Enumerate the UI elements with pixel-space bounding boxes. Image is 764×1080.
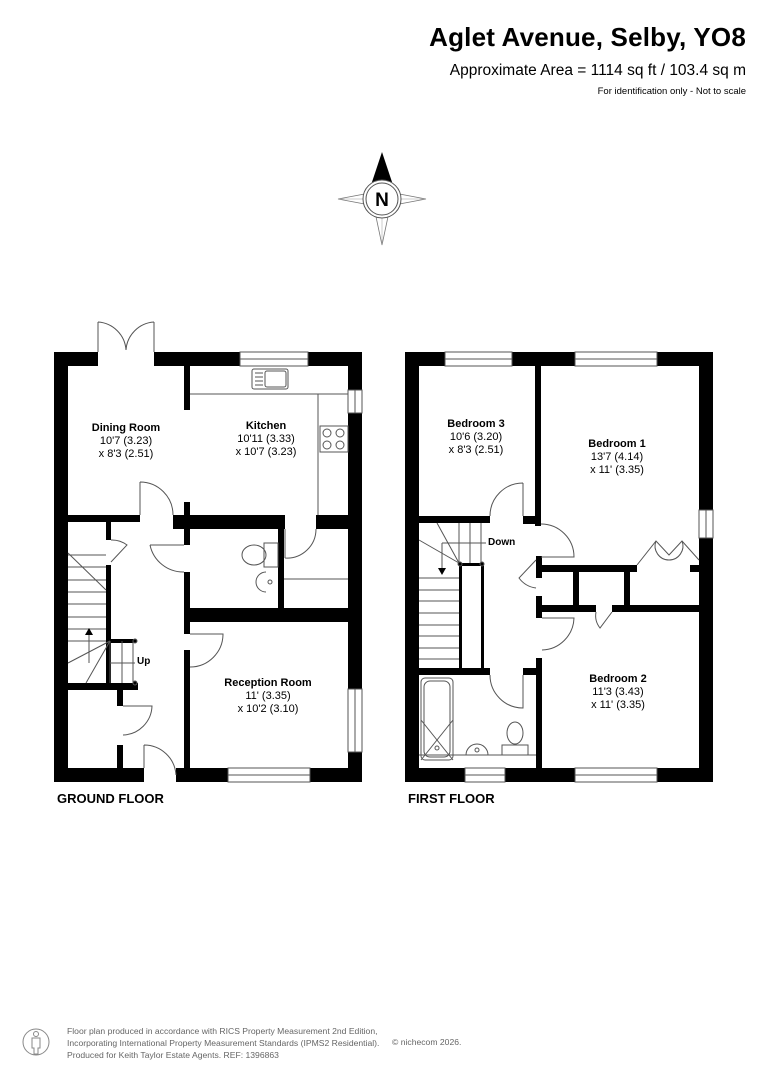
disclaimer: For identification only - Not to scale xyxy=(597,86,746,97)
room-dimension: x 10'2 (3.10) xyxy=(237,703,299,715)
footer-notes: Floor plan produced in accordance with R… xyxy=(67,1025,379,1061)
room-dimension: x 10'7 (3.23) xyxy=(235,446,297,458)
north-compass-icon: N xyxy=(337,152,427,246)
footer-line: Floor plan produced in accordance with R… xyxy=(67,1026,378,1036)
property-title: Aglet Avenue, Selby, YO8 xyxy=(429,22,746,52)
room-name: Bedroom 1 xyxy=(588,438,646,450)
room-dimension: 10'6 (3.20) xyxy=(449,431,503,443)
ground-floor-fixtures xyxy=(67,321,363,783)
room-reception-room: Reception Room 11' (3.35) x 10'2 (3.10) xyxy=(224,677,311,716)
room-kitchen: Kitchen 10'11 (3.33) x 10'7 (3.23) xyxy=(236,420,297,459)
room-bedroom-2: Bedroom 2 11'3 (3.43) x 11' (3.35) xyxy=(589,673,646,712)
room-dimension: 11' (3.35) xyxy=(245,690,291,702)
first-floor-label: FIRST FLOOR xyxy=(408,791,495,806)
room-dimension: 10'11 (3.33) xyxy=(237,433,295,445)
first-floor-fixtures xyxy=(418,351,714,783)
room-name: Reception Room xyxy=(224,677,312,689)
room-dimension: x 8'3 (2.51) xyxy=(98,448,154,460)
footer-line: Produced for Keith Taylor Estate Agents.… xyxy=(67,1050,279,1060)
room-dining-room: Dining Room 10'7 (3.23) x 8'3 (2.51) xyxy=(92,422,160,461)
copyright-notice: © nichecom 2026. xyxy=(392,1037,462,1047)
approximate-area: Approximate Area = 1114 sq ft / 103.4 sq… xyxy=(449,62,746,79)
room-bedroom-3: Bedroom 3 10'6 (3.20) x 8'3 (2.51) xyxy=(447,418,504,457)
first-floor-plan xyxy=(405,352,713,782)
stairs-down-label: Down xyxy=(488,537,516,548)
ground-floor-label: GROUND FLOOR xyxy=(57,791,164,806)
room-dimension: x 11' (3.35) xyxy=(590,464,644,476)
stairs-up-label: Up xyxy=(137,656,151,667)
room-name: Bedroom 3 xyxy=(447,418,505,430)
room-name: Kitchen xyxy=(245,420,287,432)
room-name: Dining Room xyxy=(91,422,161,434)
ground-floor-plan xyxy=(54,352,362,782)
room-dimension: x 11' (3.35) xyxy=(591,699,645,711)
svg-text:N: N xyxy=(375,190,389,211)
footer-line: Incorporating International Property Mea… xyxy=(67,1038,380,1048)
room-dimension: 11'3 (3.43) xyxy=(592,686,644,698)
room-dimension: x 8'3 (2.51) xyxy=(448,444,504,456)
measurement-standard-icon xyxy=(22,1028,50,1056)
room-dimension: 13'7 (4.14) xyxy=(590,451,644,463)
room-name: Bedroom 2 xyxy=(589,673,647,685)
room-bedroom-1: Bedroom 1 13'7 (4.14) x 11' (3.35) xyxy=(588,438,645,477)
room-dimension: 10'7 (3.23) xyxy=(99,435,153,447)
